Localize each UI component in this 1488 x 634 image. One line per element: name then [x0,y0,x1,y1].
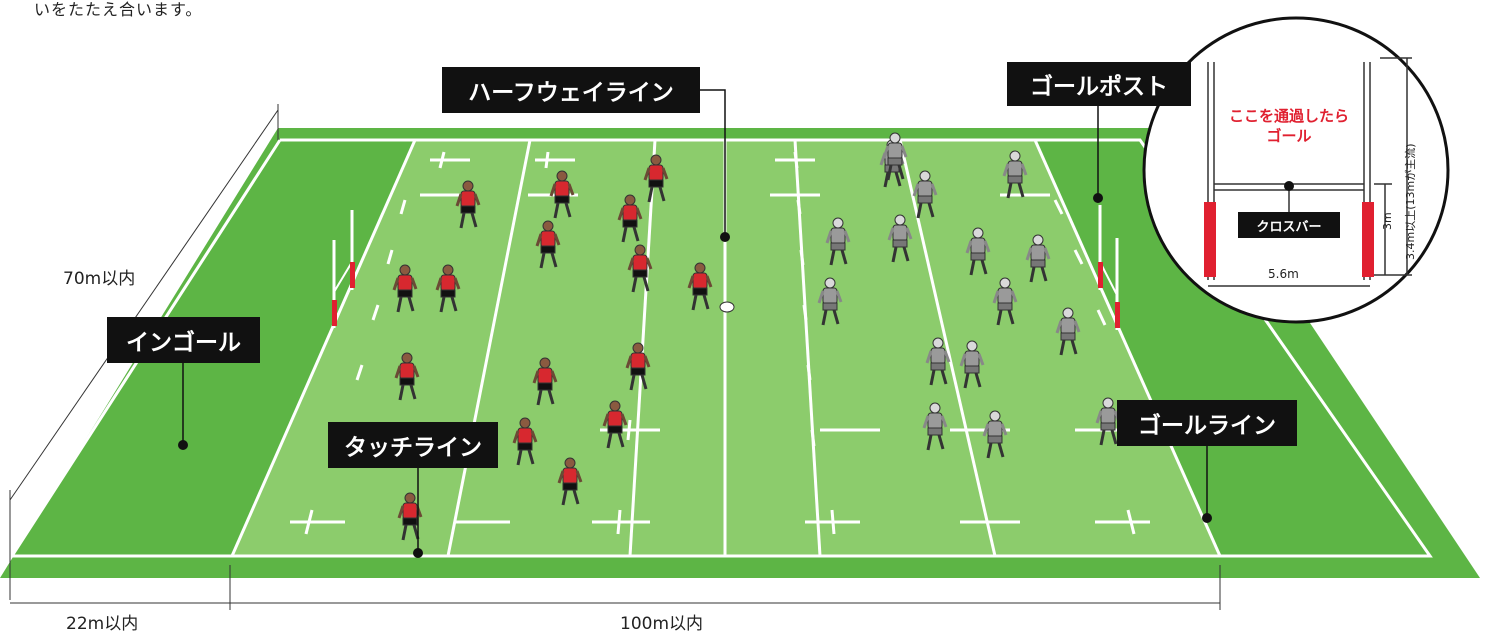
red-player [557,457,583,506]
ingoal-right [1035,140,1430,556]
red-player [435,264,461,313]
twentytwo-right [898,139,997,557]
grey-player [992,277,1018,326]
grey-player [912,170,938,219]
goalpost-inset [1142,16,1450,324]
dead-ball-outline [9,138,1433,558]
goal-line-right [1033,139,1222,557]
post-height-label: 3.4m以上(13mが主流) [1404,143,1417,260]
rugby-ball [719,301,735,313]
leader-dots [178,193,1212,558]
grey-player [882,132,908,181]
grey-player [925,337,951,386]
top-caption: いをたたえ合います。 [34,0,203,19]
cross-marks [290,151,1150,535]
twentytwo-left [446,139,532,557]
ingoal-length-dimension: 22m以内 [66,614,139,634]
right-goalposts [1098,205,1120,330]
post-spacing-label: 5.6m [1268,267,1299,281]
red-player [549,170,575,219]
grey-player [959,340,985,389]
red-player [602,400,628,449]
grey-player [922,402,948,451]
red-player [532,357,558,406]
grey-player [1025,234,1051,283]
grey-player [965,227,991,276]
red-player [643,154,669,203]
red-player [392,264,418,313]
goal-line-left [230,139,417,557]
left-goalposts [332,210,355,328]
grey-player [825,217,851,266]
grey-team [817,132,1121,459]
grey-player [982,410,1008,459]
grey-player [817,277,843,326]
touchline-label: タッチライン [328,422,498,468]
red-player [455,180,481,229]
goalpost-label: ゴールポスト [1007,62,1191,106]
red-player [535,220,561,269]
grey-player [1095,397,1121,446]
dimension-lines [9,104,1221,610]
red-player [397,492,423,541]
pass-text: ここを通過したら ゴール [1214,106,1364,146]
goal-line-label: ゴールライン [1117,400,1297,446]
red-player [625,342,651,391]
halfway-line-label: ハーフウェイライン [442,67,700,113]
grey-player [1002,150,1028,199]
ingoal-label: インゴール [107,317,260,363]
grey-player [887,214,913,263]
grey-player [1055,307,1081,356]
red-player [627,244,653,293]
field-length-dimension: 100m以内 [620,614,704,634]
red-player [617,194,643,243]
width-dimension: 70m以内 [63,269,136,289]
pass-text-line1: ここを通過したら [1228,107,1349,125]
red-team [392,154,713,541]
red-player [687,262,713,311]
red-player [394,352,420,401]
pass-text-line2: ゴール [1266,127,1312,145]
crossbar-height-label: 3m [1381,212,1394,230]
crossbar-label: クロスバー [1256,219,1322,235]
leader-lines [182,89,1208,553]
red-player [512,417,538,466]
